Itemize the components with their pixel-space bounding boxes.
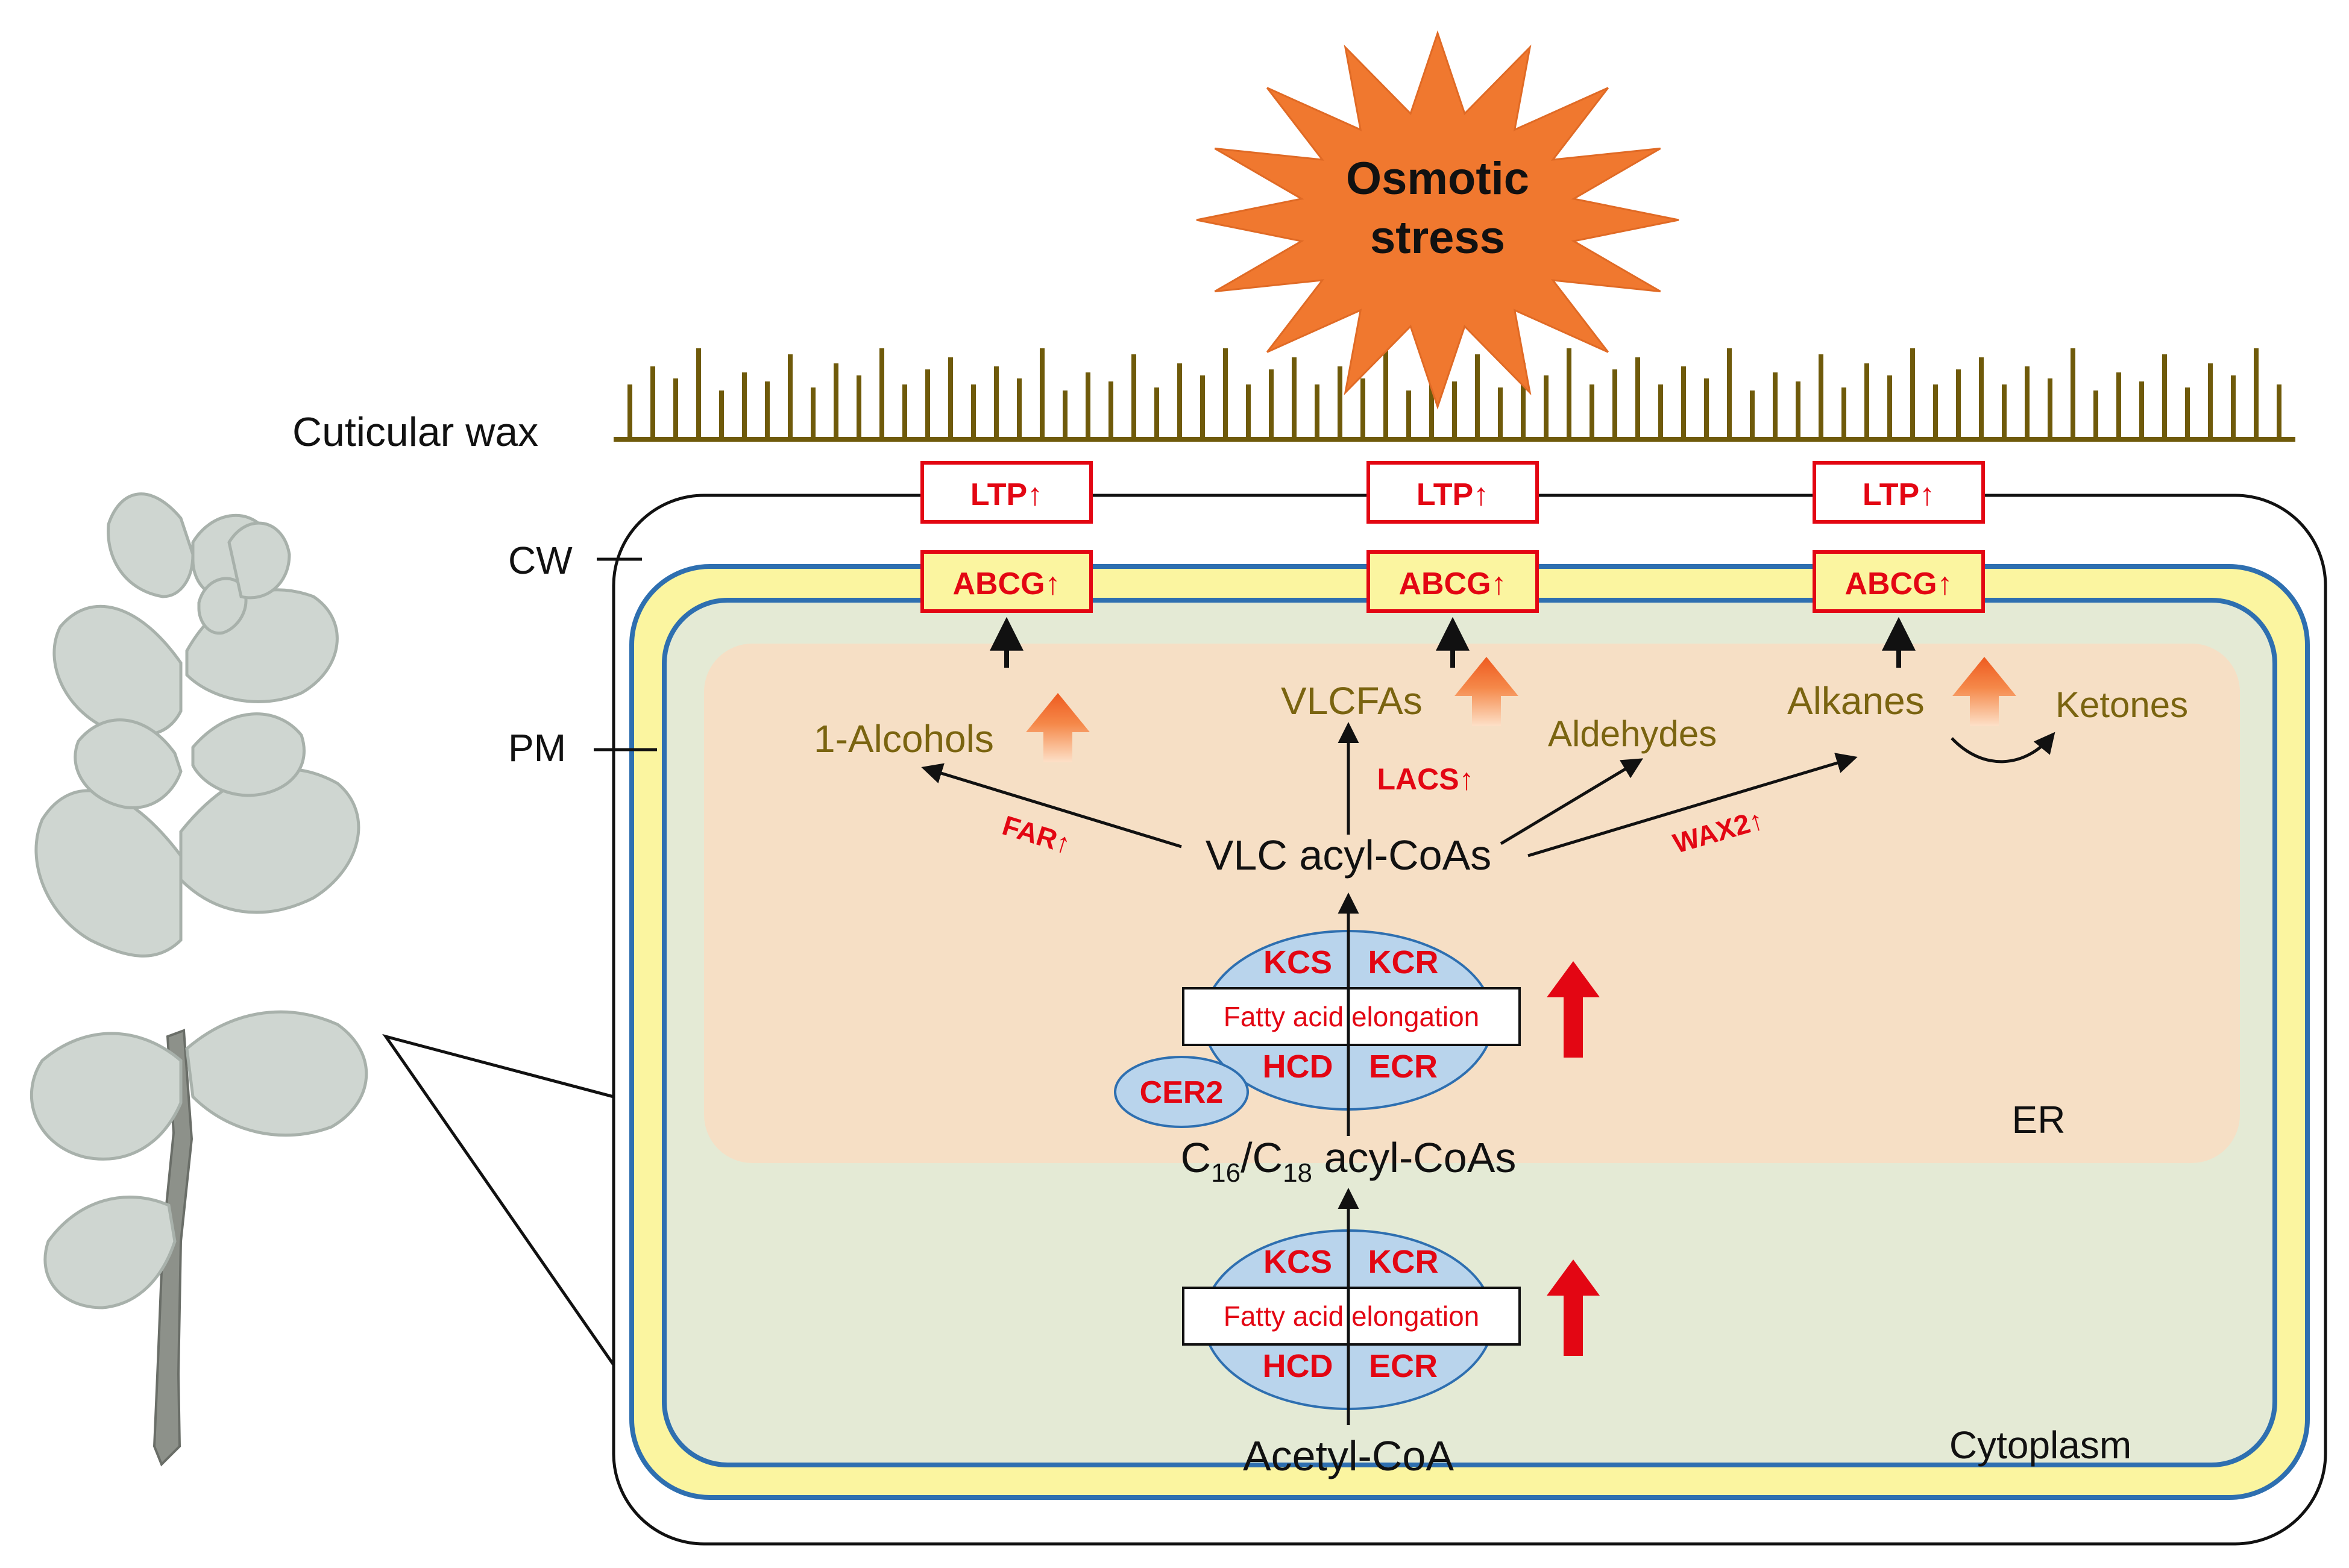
transporter-column-middle: LTP↑ ABCG↑ bbox=[1366, 461, 1539, 668]
cyto-kcs-label: KCS bbox=[1263, 1244, 1332, 1280]
abcg-label-left: ABCG↑ bbox=[952, 566, 1060, 601]
aldehyde-branch-arrow bbox=[1500, 758, 1644, 845]
cuticular-wax-label: Cuticular wax bbox=[292, 409, 538, 455]
er-elongation-increase-arrow bbox=[1547, 961, 1600, 1058]
cyto-elongation-box bbox=[1182, 1287, 1521, 1346]
cuticular-wax-layer bbox=[614, 348, 2295, 442]
transporter-column-left: LTP↑ ABCG↑ bbox=[920, 461, 1093, 668]
cyto-ecr-label: ECR bbox=[1369, 1348, 1438, 1384]
cer2-label: CER2 bbox=[1140, 1075, 1224, 1110]
cyto-elongation-label: Fatty acid elongation bbox=[1224, 1300, 1480, 1332]
alkane-to-ketone-arrow bbox=[1951, 732, 2055, 764]
stress-label-line1: Osmotic bbox=[1346, 153, 1529, 204]
cw-label: CW bbox=[508, 539, 573, 582]
zoom-connector-lines bbox=[382, 1033, 615, 1366]
plant-illustration bbox=[30, 492, 368, 1467]
er-elongation-complex: KCS KCR Fatty acid elongation HCD ECR bbox=[1182, 892, 1600, 1136]
abcg-box-left bbox=[920, 550, 1093, 613]
pm-label: PM bbox=[508, 726, 566, 770]
abcg-box-right bbox=[1813, 550, 1985, 613]
acetyl-coa-label: Acetyl-CoA bbox=[1243, 1432, 1454, 1479]
ltp-box-middle bbox=[1366, 461, 1539, 524]
osmotic-stress-star: Osmotic stress bbox=[1196, 30, 1679, 410]
transporter-column-right: LTP↑ ABCG↑ bbox=[1813, 461, 1985, 668]
alkanes-increase-arrow bbox=[1952, 657, 2016, 726]
vlcfas-label: VLCFAs bbox=[1281, 679, 1423, 723]
cyto-kcr-label: KCR bbox=[1368, 1244, 1439, 1280]
vlc-acyl-coas-label: VLC acyl-CoAs bbox=[1206, 832, 1492, 879]
far-branch-arrow bbox=[921, 763, 1182, 848]
ltp-label-right: LTP↑ bbox=[1863, 477, 1935, 512]
vlcfas-increase-arrow bbox=[1454, 657, 1518, 726]
aldehydes-label: Aldehydes bbox=[1548, 713, 1717, 754]
alcohols-label: 1-Alcohols bbox=[814, 717, 994, 760]
cer2-ellipse bbox=[1114, 1056, 1249, 1128]
cytoplasm-label: Cytoplasm bbox=[1949, 1423, 2131, 1467]
ltp-label-left: LTP↑ bbox=[970, 477, 1043, 512]
er-ecr-label: ECR bbox=[1369, 1049, 1438, 1085]
alkanes-label: Alkanes bbox=[1787, 679, 1925, 723]
wax2-branch-arrow bbox=[1527, 753, 1858, 858]
cyto-elongation-increase-arrow bbox=[1547, 1259, 1600, 1356]
c16-c18-acyl-coas-label: C16/C18 acyl-CoAs bbox=[1181, 1134, 1517, 1188]
er-elongation-label: Fatty acid elongation bbox=[1224, 1001, 1480, 1032]
er-hcd-label: HCD bbox=[1263, 1049, 1333, 1085]
er-kcr-label: KCR bbox=[1368, 944, 1439, 980]
er-elongation-box bbox=[1182, 987, 1521, 1046]
alcohols-increase-arrow bbox=[1026, 693, 1090, 762]
er-label: ER bbox=[2012, 1098, 2066, 1141]
ltp-box-left bbox=[920, 461, 1093, 524]
abcg-label-right: ABCG↑ bbox=[1844, 566, 1952, 601]
er-region bbox=[704, 644, 2240, 1163]
er-kcs-label: KCS bbox=[1263, 944, 1332, 980]
stress-label-line2: stress bbox=[1370, 212, 1505, 263]
ltp-label-middle: LTP↑ bbox=[1417, 477, 1489, 512]
cyto-hcd-label: HCD bbox=[1263, 1348, 1333, 1384]
ltp-box-right bbox=[1813, 461, 1985, 524]
lacs-label: LACS↑ bbox=[1377, 762, 1474, 796]
abcg-label-middle: ABCG↑ bbox=[1398, 566, 1506, 601]
cytoplasm-elongation-complex: KCS KCR Fatty acid elongation HCD ECR bbox=[1182, 1188, 1600, 1425]
abcg-box-middle bbox=[1366, 550, 1539, 613]
ketones-label: Ketones bbox=[2055, 685, 2188, 725]
